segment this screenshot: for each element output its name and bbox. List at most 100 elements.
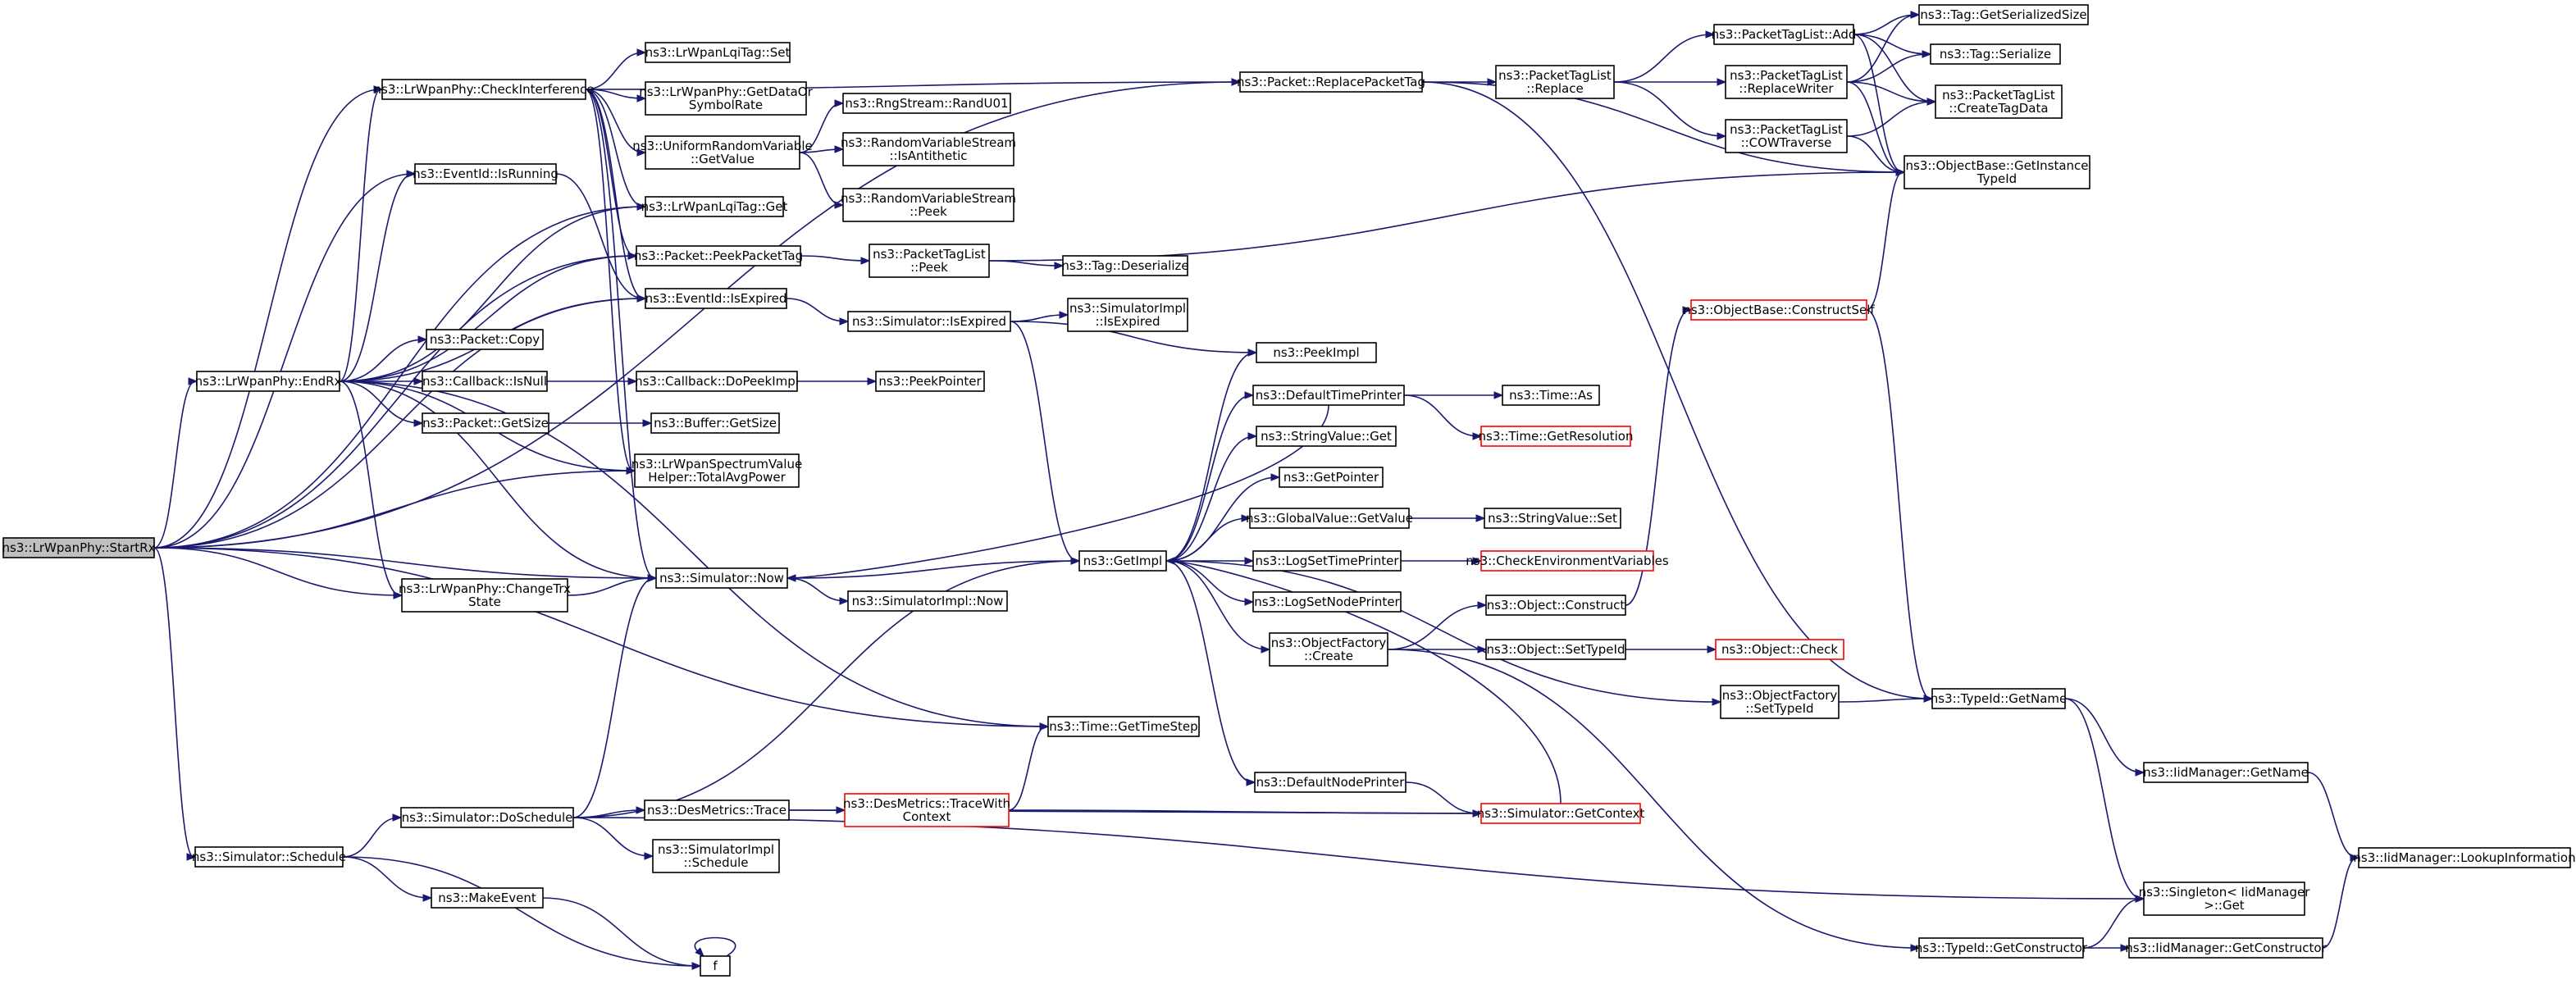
node-f[interactable]: f	[700, 955, 731, 977]
node-dopeekimpl[interactable]: ns3::Callback::DoPeekImpl	[635, 371, 799, 392]
node-simnow[interactable]: ns3::Simulator::Now	[655, 567, 788, 589]
node-timeas[interactable]: ns3::Time::As	[1502, 385, 1600, 406]
node-totalavgpower[interactable]: ns3::LrWpanSpectrumValueHelper::TotalAvg…	[631, 453, 802, 488]
node-urvgetvalue[interactable]: ns3::UniformRandomVariable::GetValue	[632, 135, 813, 170]
edge-line	[1165, 352, 1256, 562]
edge-line	[2307, 772, 2358, 859]
node-objfactorycreate[interactable]: ns3::ObjectFactory::Create	[1269, 632, 1388, 667]
node-tagdeserialize[interactable]: ns3::Tag::Deserialize	[1061, 255, 1189, 276]
node-objfactorysettypeid[interactable]: ns3::ObjectFactory::SetTypeId	[1720, 685, 1840, 719]
node-ptlpeek[interactable]: ns3::PacketTagList::Peek	[869, 244, 990, 278]
edge-line	[1387, 604, 1485, 650]
node-simisexpired[interactable]: ns3::Simulator::IsExpired	[847, 311, 1011, 332]
node-packetgetsize[interactable]: ns3::Packet::GetSize	[422, 412, 549, 434]
edge-endrx-to-peekpackettag	[339, 252, 638, 382]
node-simimplnow[interactable]: ns3::SimulatorImpl::Now	[847, 590, 1008, 612]
node-objectsettypeid[interactable]: ns3::Object::SetTypeId	[1485, 639, 1626, 660]
edge-line	[2082, 898, 2143, 949]
edge-startrx-to-eventisrunning	[153, 170, 417, 549]
node-objectcheck[interactable]: ns3::Object::Check	[1715, 639, 1844, 660]
node-box	[645, 81, 807, 116]
node-ptlreplacewriter[interactable]: ns3::PacketTagList::ReplaceWriter	[1725, 65, 1848, 99]
node-box	[1480, 426, 1631, 447]
node-timegettimestep[interactable]: ns3::Time::GetTimeStep	[1047, 716, 1200, 737]
edge-endrx-to-lqiget	[339, 203, 647, 382]
node-tagserializedsize[interactable]: ns3::Tag::GetSerializedSize	[1918, 4, 2089, 25]
node-logsetnodeprinter[interactable]: ns3::LogSetNodePrinter	[1252, 591, 1402, 613]
node-singletonget[interactable]: ns3::Singleton< IidManager >::Get	[2139, 882, 2311, 916]
node-schedule[interactable]: ns3::Simulator::Schedule	[192, 846, 346, 868]
node-box	[1062, 255, 1188, 276]
node-label: ns3::Time::GetResolution	[1479, 429, 1634, 444]
node-getpointer[interactable]: ns3::GetPointer	[1279, 467, 1384, 488]
node-globalvaluegetvalue[interactable]: ns3::GlobalValue::GetValue	[1246, 508, 1413, 529]
node-box	[1067, 298, 1188, 332]
node-stringvalueget[interactable]: ns3::StringValue::Get	[1256, 426, 1397, 447]
node-makeevent[interactable]: ns3::MakeEvent	[431, 887, 544, 909]
edge-ptlpeek-to-tagdeserialize	[988, 260, 1065, 270]
node-typeidgetname[interactable]: ns3::TypeId::GetName	[1931, 688, 2067, 709]
node-packetcopy[interactable]: ns3::Packet::Copy	[426, 329, 544, 350]
node-ptlreplace[interactable]: ns3::PacketTagList::Replace	[1495, 65, 1615, 99]
node-rvspeek[interactable]: ns3::RandomVariableStream::Peek	[841, 188, 1016, 222]
node-createtagdata[interactable]: ns3::PacketTagList::CreateTagData	[1935, 84, 2063, 119]
node-checkinterf[interactable]: ns3::LrWpanPhy::CheckInterference	[374, 79, 595, 100]
node-box	[645, 135, 800, 170]
node-startrx[interactable]: ns3::LrWpanPhy::StartRx	[2, 537, 156, 558]
node-buffergetsize[interactable]: ns3::Buffer::GetSize	[650, 412, 780, 434]
node-lookupinformation[interactable]: ns3::IidManager::LookupInformation	[2353, 847, 2576, 868]
node-doschedule[interactable]: ns3::Simulator::DoSchedule	[400, 807, 574, 828]
node-eventisrunning[interactable]: ns3::EventId::IsRunning	[413, 163, 559, 184]
node-label: ns3::SimulatorImpl	[658, 842, 774, 857]
node-label: ns3::IidManager::GetName	[2143, 765, 2309, 780]
node-box	[842, 93, 1011, 114]
node-box	[645, 196, 784, 217]
node-eventisexpired[interactable]: ns3::EventId::IsExpired	[645, 288, 787, 309]
node-peekpackettag[interactable]: ns3::Packet::PeekPacketTag	[634, 245, 803, 266]
node-stringvalueset[interactable]: ns3::StringValue::Set	[1484, 508, 1621, 529]
node-randu01[interactable]: ns3::RngStream::RandU01	[842, 93, 1011, 114]
edge-arrowhead	[834, 99, 845, 107]
node-checkenvvars[interactable]: ns3::CheckEnvironmentVariables	[1466, 550, 1669, 572]
node-replacepackettag[interactable]: ns3::Packet::ReplacePacketTag	[1237, 71, 1425, 93]
edge-line	[1846, 14, 1918, 83]
node-ptlcowtraverse[interactable]: ns3::PacketTagList::COWTraverse	[1725, 119, 1848, 153]
node-isantithetic[interactable]: ns3::RandomVariableStream::IsAntithetic	[841, 132, 1016, 166]
node-logsettimeprinter[interactable]: ns3::LogSetTimePrinter	[1252, 550, 1402, 572]
edge-arrowhead	[1472, 557, 1483, 565]
node-lqiset[interactable]: ns3::LrWpanLqiTag::Set	[645, 42, 791, 63]
node-box	[1480, 550, 1654, 572]
node-typeidgetconstructor[interactable]: ns3::TypeId::GetConstructor	[1915, 937, 2088, 959]
node-getimpl[interactable]: ns3::GetImpl	[1078, 550, 1167, 572]
node-lqiget[interactable]: ns3::LrWpanLqiTag::Get	[641, 196, 788, 217]
node-defaultnodeprinter[interactable]: ns3::DefaultNodePrinter	[1254, 772, 1407, 793]
node-iidgetconstructor[interactable]: ns3::IidManager::GetConstructor	[2125, 937, 2328, 959]
node-peekpointer[interactable]: ns3::PeekPointer	[875, 371, 985, 392]
node-iidgetname[interactable]: ns3::IidManager::GetName	[2143, 762, 2309, 783]
node-destrace[interactable]: ns3::DesMetrics::Trace	[644, 800, 790, 821]
edge-line	[153, 206, 645, 549]
node-label: ns3::Buffer::GetSize	[654, 416, 777, 430]
node-endrx[interactable]: ns3::LrWpanPhy::EndRx	[195, 371, 342, 392]
node-callbackisnull[interactable]: ns3::Callback::IsNull	[422, 371, 548, 392]
node-simimplschedule[interactable]: ns3::SimulatorImpl::Schedule	[652, 839, 780, 873]
edge-arrowhead	[1487, 78, 1498, 86]
node-label: ::Schedule	[683, 855, 748, 870]
node-box	[1256, 426, 1397, 447]
node-peekimpl[interactable]: ns3::PeekImpl	[1256, 342, 1377, 363]
node-ptladd[interactable]: ns3::PacketTagList::Add	[1712, 24, 1857, 45]
node-simimplisexpired[interactable]: ns3::SimulatorImpl::IsExpired	[1067, 298, 1188, 332]
edge-line	[988, 260, 1062, 266]
node-defaulttimeprinter[interactable]: ns3::DefaultTimePrinter	[1252, 385, 1405, 406]
node-label: ns3::Object::Construct	[1487, 598, 1625, 613]
edge-line	[339, 380, 1047, 727]
node-simgetcontext[interactable]: ns3::Simulator::GetContext	[1477, 803, 1645, 824]
node-objectconstruct[interactable]: ns3::Object::Construct	[1485, 594, 1626, 616]
node-timegetresolution[interactable]: ns3::Time::GetResolution	[1479, 426, 1634, 447]
node-tagserialize[interactable]: ns3::Tag::Serialize	[1930, 43, 2061, 65]
node-constructself[interactable]: ns3::ObjectBase::ConstructSelf	[1683, 299, 1875, 321]
